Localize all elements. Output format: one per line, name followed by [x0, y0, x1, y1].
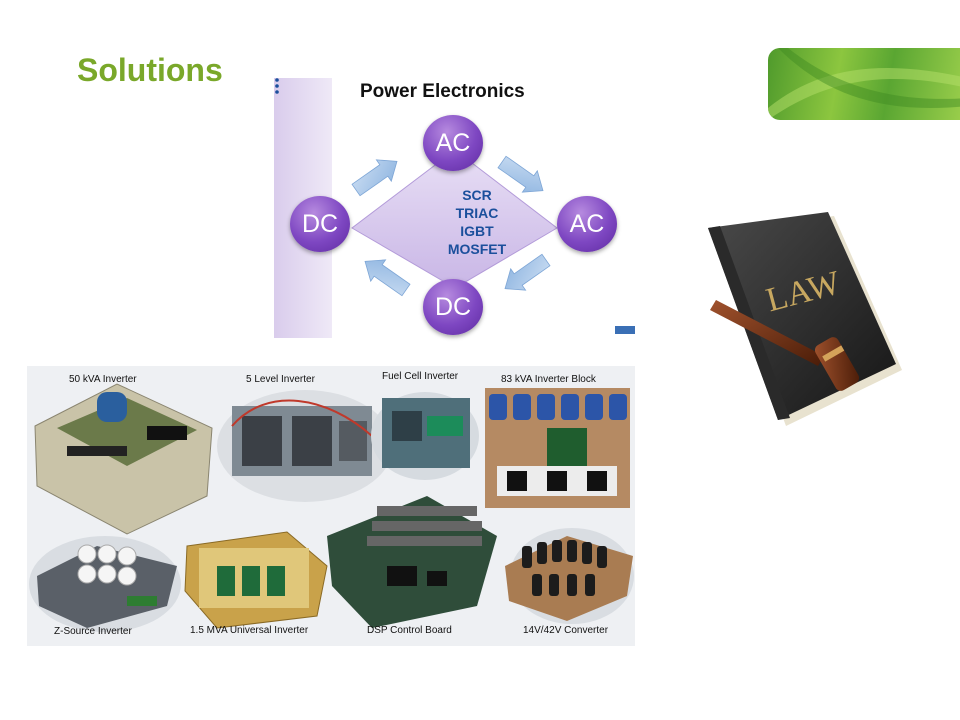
slide-title: Solutions — [77, 52, 223, 88]
diagram-title: Power Electronics — [360, 81, 525, 102]
hw-14v-42v-converter — [505, 528, 634, 624]
node-dc-left: DC — [290, 196, 350, 252]
device-triac: TRIAC — [455, 205, 499, 221]
hw-z-source-inverter — [29, 536, 181, 632]
caption-14v-42v-converter: 14V/42V Converter — [523, 625, 609, 636]
caption-dsp-control-board: DSP Control Board — [367, 625, 452, 636]
arrow-ac-top-to-ac-right — [497, 155, 544, 193]
hw-83kva-inverter-block — [485, 388, 630, 508]
hw-fuel-cell-inverter — [371, 392, 479, 480]
green-corner-tab — [768, 48, 960, 120]
caption-83kva-inverter-block: 83 kVA Inverter Block — [501, 374, 596, 385]
device-igbt: IGBT — [460, 223, 494, 239]
caption-5level-inverter: 5 Level Inverter — [246, 374, 315, 385]
arrow-dc-to-ac-top — [351, 159, 398, 197]
hw-dsp-control-board — [327, 496, 497, 628]
inverter-hardware-collage: 50 kVA Inverter 5 Level Inverter Fuel Ce… — [27, 366, 635, 646]
arrow-dc-bottom-to-dc-left — [364, 259, 411, 297]
node-ac-top: AC — [423, 115, 483, 171]
caption-fuel-cell-inverter: Fuel Cell Inverter — [382, 371, 459, 382]
gavel-icon — [710, 300, 860, 391]
arrow-ac-right-to-dc-bottom — [504, 253, 551, 291]
node-dc-bottom: DC — [423, 279, 483, 335]
caption-z-source-inverter: Z-Source Inverter — [54, 626, 132, 637]
hardware-illustrations — [29, 383, 634, 632]
device-mosfet: MOSFET — [447, 241, 507, 257]
law-book-with-gavel-image: LAW — [708, 212, 902, 426]
power-electronics-diagram: Power Electronics AC DC AC DC SCR TRIAC … — [274, 78, 636, 338]
small-logo-mark — [615, 326, 635, 334]
caption-50kva-inverter: 50 kVA Inverter — [69, 374, 137, 385]
hw-1-5mva-universal-inverter — [184, 531, 328, 629]
hw-5level-inverter — [217, 390, 393, 502]
caption-1-5mva-universal-inverter: 1.5 MVA Universal Inverter — [190, 625, 309, 636]
more-dots-icon — [275, 78, 279, 94]
green-swoosh-decoration — [768, 48, 960, 120]
node-ac-right: AC — [557, 196, 617, 252]
device-list: SCR TRIAC IGBT MOSFET — [422, 186, 532, 258]
hw-50kva-inverter — [34, 383, 213, 535]
device-scr: SCR — [462, 187, 492, 203]
